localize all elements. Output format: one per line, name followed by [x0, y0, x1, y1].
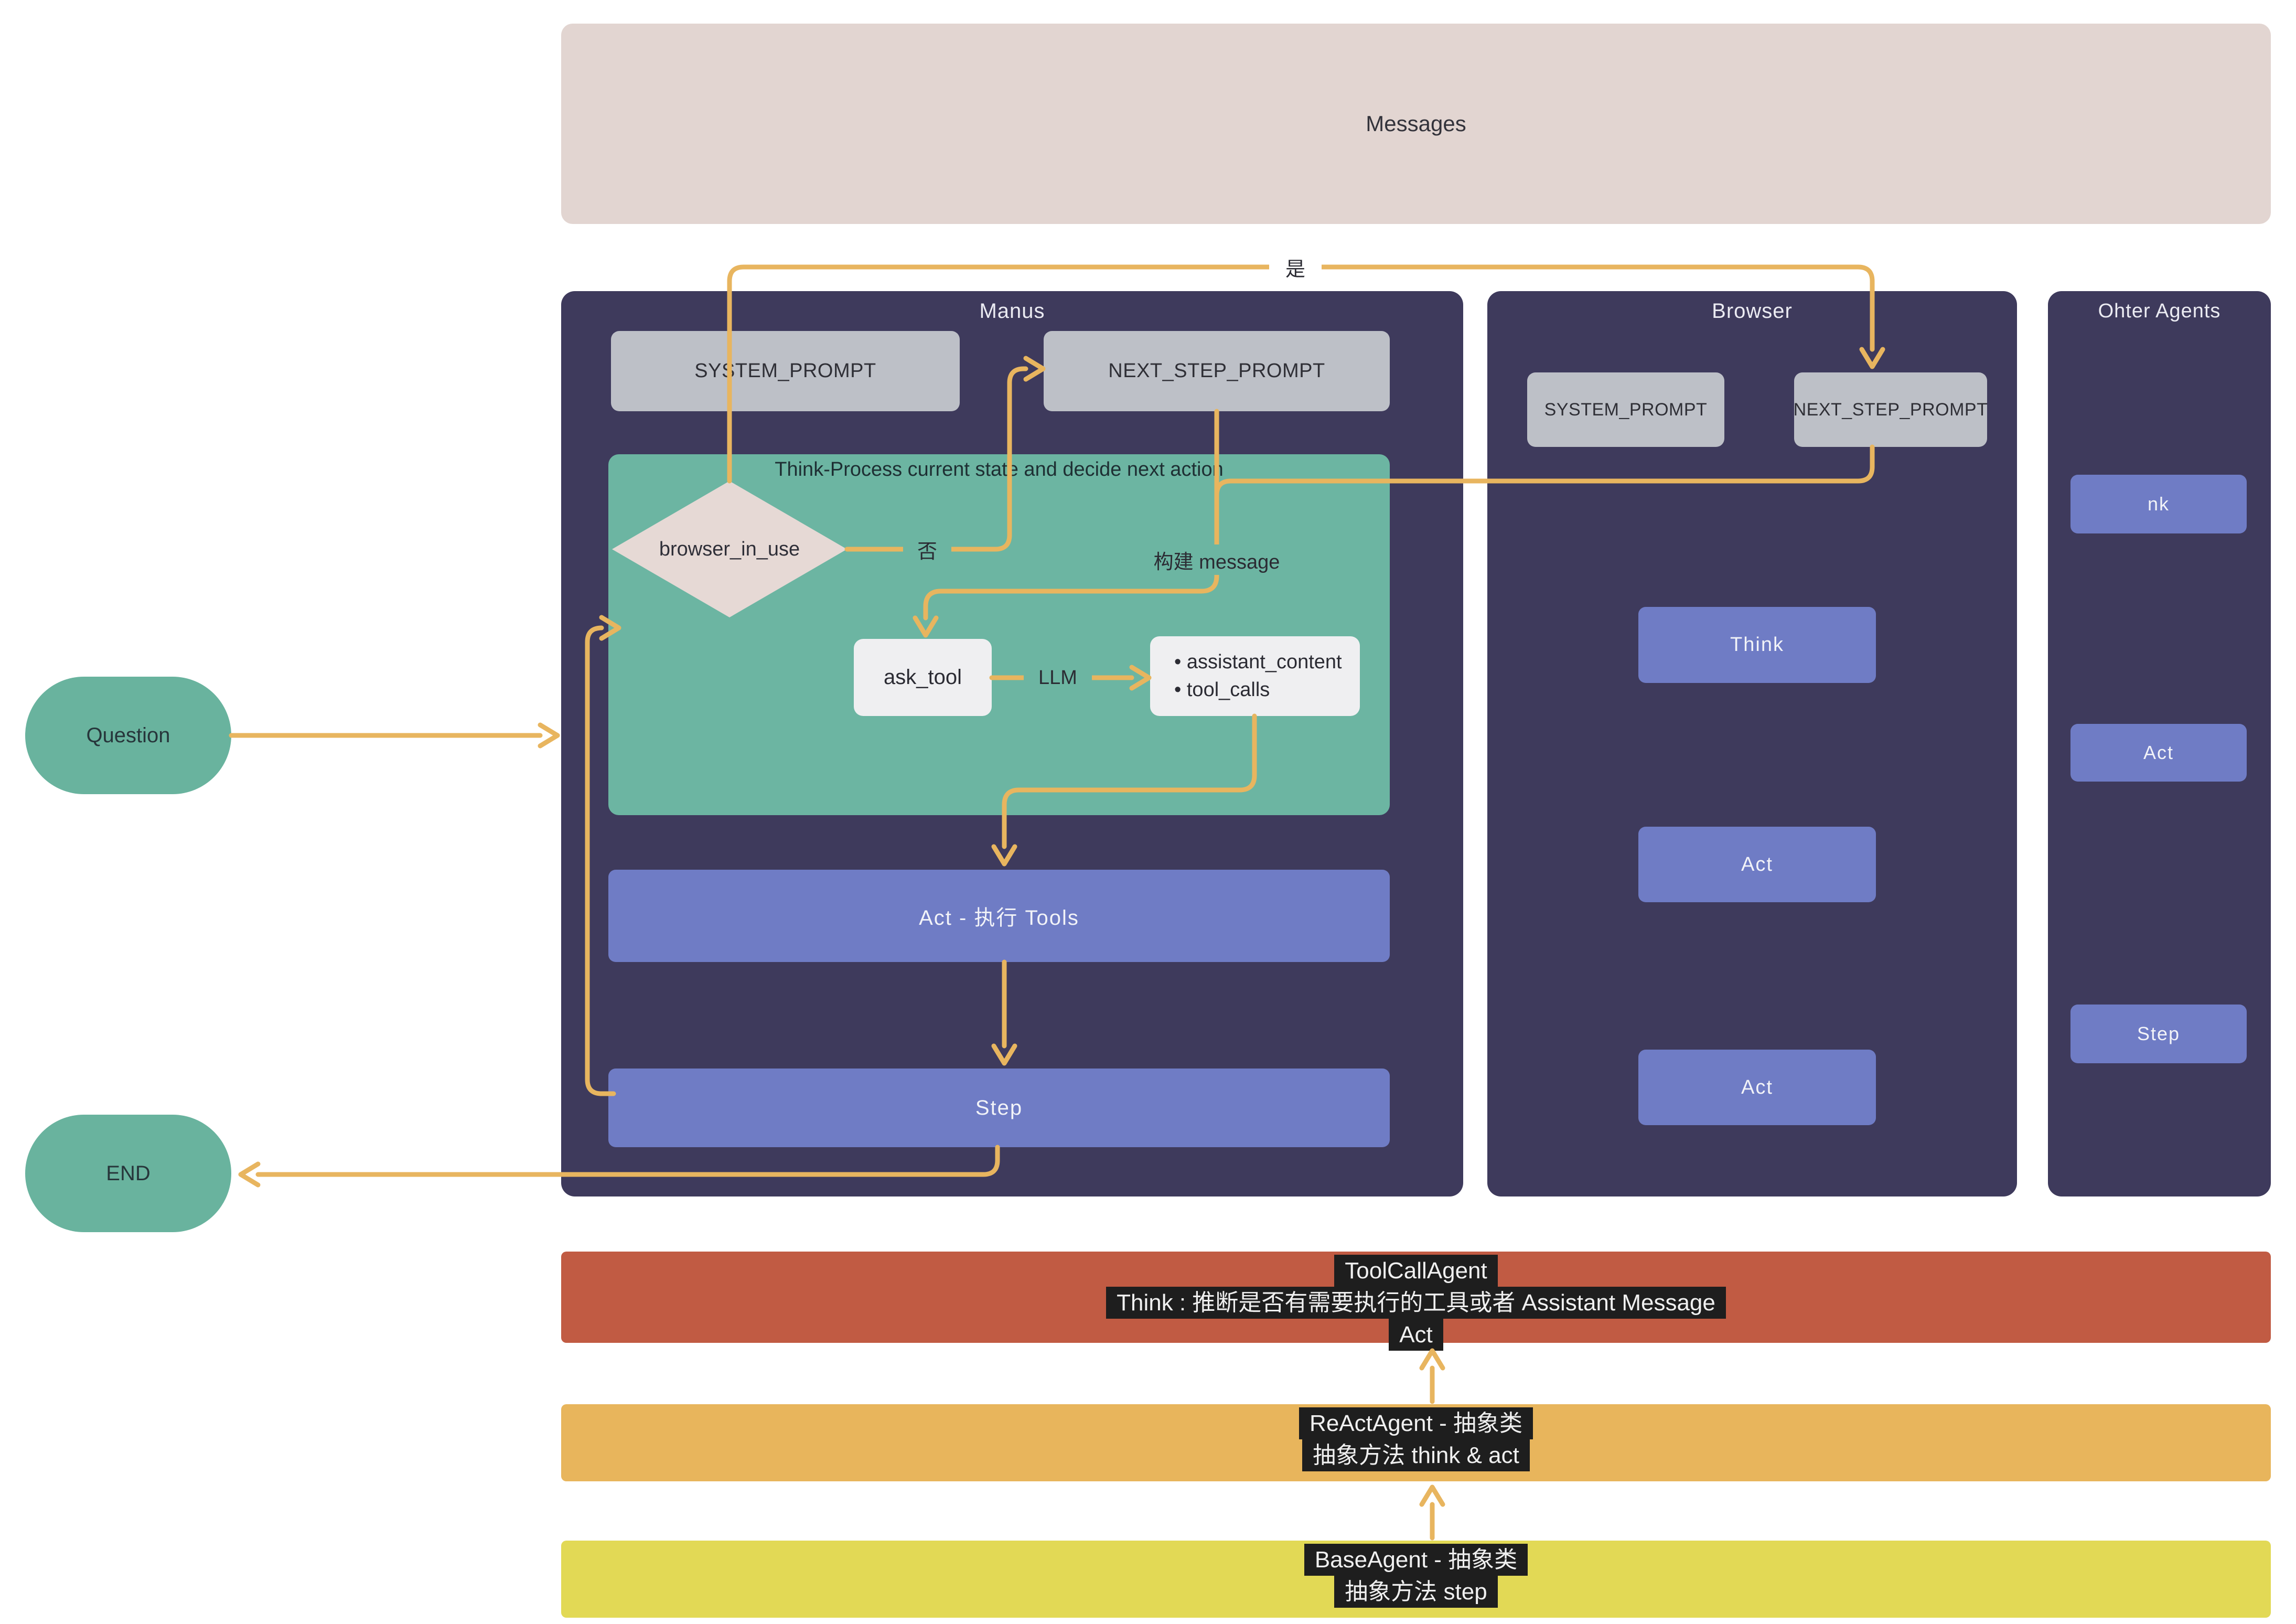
llm-output-card: assistant_content tool_calls — [1150, 636, 1360, 716]
browser-act-node-1: Act — [1638, 827, 1876, 902]
browser-next-step-prompt-box: NEXT_STEP_PROMPT — [1794, 372, 1988, 447]
reactagent-title-chip: ReActAgent - 抽象类 — [1299, 1407, 1533, 1439]
toolcallagent-think-chip: Think : 推断是否有需要执行的工具或者 Assistant Message — [1106, 1287, 1726, 1319]
end-node: END — [25, 1115, 231, 1232]
other-agents-step-node: Step — [2070, 1005, 2247, 1063]
toolcallagent-act-chip: Act — [1389, 1319, 1443, 1351]
manus-system-prompt-box: SYSTEM_PROMPT — [611, 331, 960, 411]
yes-branch-label: 是 — [1269, 252, 1322, 282]
messages-panel: Messages — [561, 24, 2271, 224]
manus-act-node: Act - 执行 Tools — [608, 870, 1390, 962]
manus-title: Manus — [979, 299, 1045, 323]
reactagent-methods-chip: 抽象方法 think & act — [1302, 1439, 1530, 1471]
question-start-node: Question — [25, 677, 231, 794]
other-agents-title: Ohter Agents — [2098, 300, 2221, 322]
other-agents-nk-node: nk — [2070, 475, 2247, 533]
other-agents-act-node: Act — [2070, 724, 2247, 782]
output-tool-calls: tool_calls — [1174, 679, 1360, 701]
browser-title: Browser — [1712, 299, 1793, 323]
ask-tool-node: ask_tool — [854, 639, 992, 716]
messages-title: Messages — [1366, 111, 1466, 136]
output-assistant-content: assistant_content — [1174, 651, 1360, 674]
baseagent-title-chip: BaseAgent - 抽象类 — [1304, 1544, 1528, 1576]
manus-next-step-prompt-box: NEXT_STEP_PROMPT — [1044, 331, 1390, 411]
baseagent-layer-bar: BaseAgent - 抽象类 抽象方法 step — [561, 1541, 2271, 1618]
toolcallagent-layer-bar: ToolCallAgent Think : 推断是否有需要执行的工具或者 Ass… — [561, 1252, 2271, 1351]
toolcallagent-title-chip: ToolCallAgent — [1334, 1255, 1498, 1287]
browser-system-prompt-box: SYSTEM_PROMPT — [1527, 372, 1724, 447]
browser-think-node: Think — [1638, 607, 1876, 683]
no-branch-label: 否 — [903, 535, 951, 564]
llm-label: LLM — [1024, 663, 1092, 692]
manus-step-node: Step — [608, 1069, 1390, 1147]
build-message-label: 构建 message — [1141, 544, 1293, 575]
baseagent-methods-chip: 抽象方法 step — [1334, 1576, 1498, 1608]
think-process-title: Think-Process current state and decide n… — [775, 458, 1224, 480]
browser-act-node-2: Act — [1638, 1050, 1876, 1125]
reactagent-layer-bar: ReActAgent - 抽象类 抽象方法 think & act — [561, 1404, 2271, 1481]
